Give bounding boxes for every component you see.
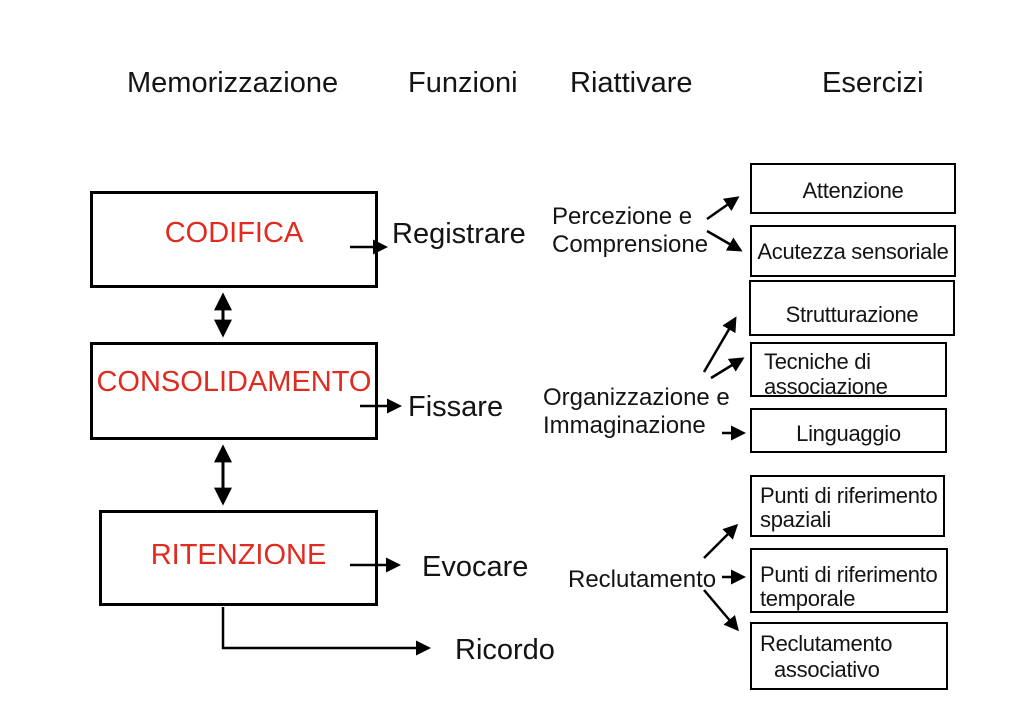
function-label-fissare: Fissare (408, 391, 504, 423)
exercise-label-attenzione: Attenzione (802, 178, 904, 203)
arrow-percezione-to-attenzione (706, 196, 740, 221)
arrow-organizzazione-to-strutturazione (702, 316, 737, 373)
exercise-box-reclutamento-associativo: Reclutamento associativo (750, 622, 948, 690)
exercise-box-acutezza-sensoriale: Acutezza sensoriale (750, 225, 956, 277)
stage-box-consolidamento: CONSOLIDAMENTO (90, 342, 378, 440)
stage-label-consolidamento: CONSOLIDAMENTO (96, 366, 372, 398)
process-label-reclutamento: Reclutamento (568, 566, 717, 593)
arrow-reclutamento-to-punti-spaziali (703, 523, 739, 559)
process-label-organizzazione-immaginazione: Organizzazione e Immaginazione (543, 384, 730, 440)
column-header-riattivare: Riattivare (570, 67, 693, 99)
exercise-label-acutezza-sensoriale: Acutezza sensoriale (757, 239, 949, 264)
process-label-percezione-line2: Comprensione (552, 231, 709, 258)
arrow-percezione-to-acutezza (706, 229, 743, 252)
exercise-box-attenzione: Attenzione (750, 163, 956, 214)
exercise-label-tecniche-line1: Tecniche di (764, 349, 871, 374)
process-label-organizzazione-line2: Immaginazione (543, 412, 706, 439)
process-label-organizzazione-line1: Organizzazione e (543, 384, 730, 411)
exercise-label-strutturazione: Strutturazione (785, 302, 919, 327)
stage-box-ritenzione: RITENZIONE (99, 510, 378, 606)
exercise-label-tecniche-line2: associazione (764, 374, 888, 399)
exercise-label-punti-temporali-line2: temporale (760, 586, 856, 611)
process-label-percezione-line1: Percezione e (552, 203, 693, 230)
function-label-registrare: Registrare (392, 218, 526, 250)
exercise-label-punti-spaziali-line2: spaziali (760, 507, 831, 532)
process-label-percezione-comprensione: Percezione e Comprensione (552, 203, 708, 259)
exercise-box-punti-riferimento-temporale: Punti di riferimento temporale (750, 548, 948, 613)
stage-label-ritenzione: RITENZIONE (150, 539, 327, 571)
exercise-label-punti-temporali-line1: Punti di riferimento (760, 562, 938, 587)
column-header-funzioni: Funzioni (408, 67, 518, 99)
stage-box-codifica: CODIFICA (90, 191, 378, 288)
exercise-label-linguaggio: Linguaggio (796, 421, 901, 446)
exercise-box-punti-riferimento-spaziali: Punti di riferimento spaziali (750, 475, 945, 537)
function-label-evocare: Evocare (422, 551, 529, 583)
exercise-label-recl-associativo-line1: Reclutamento (760, 631, 893, 656)
exercise-box-linguaggio: Linguaggio (750, 408, 947, 453)
column-header-memorizzazione: Memorizzazione (127, 67, 339, 99)
arrow-reclutamento-to-associativo (703, 589, 739, 632)
column-header-esercizi: Esercizi (822, 67, 924, 99)
function-label-ricordo: Ricordo (455, 634, 555, 666)
arrow-ritenzione-to-ricordo (221, 607, 431, 656)
exercise-box-tecniche-di-associazione: Tecniche di associazione (750, 342, 947, 399)
arrow-organizzazione-to-tecniche (710, 357, 745, 380)
exercise-label-recl-associativo-line2: associativo (774, 657, 880, 682)
exercise-label-punti-spaziali-line1: Punti di riferimento (760, 483, 938, 508)
stage-label-codifica: CODIFICA (164, 217, 304, 249)
exercise-box-strutturazione: Strutturazione (749, 280, 955, 336)
